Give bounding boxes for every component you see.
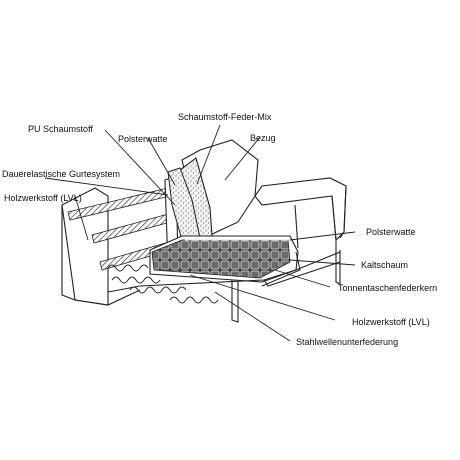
label-bezug: Bezug [250, 133, 276, 143]
label-polsterwatte-back: Polsterwatte [118, 134, 168, 144]
label-holzwerkstoff-bottom: Holzwerkstoff (LVL) [352, 317, 430, 327]
leader-lines [44, 124, 356, 342]
seat-cushion [149, 235, 301, 287]
sinuous-springs [107, 264, 219, 304]
label-stahlwellenunterfederung: Stahlwellenunterfederung [296, 337, 399, 347]
label-holzwerkstoff-top: Holzwerkstoff (LVL) [4, 193, 82, 203]
base-frame [107, 240, 341, 323]
label-polsterwatte-seat: Polsterwatte [366, 227, 416, 237]
label-tonnentaschenfederkern: Tonnentaschenfederkern [338, 283, 438, 293]
label-schaumstoff-feder-mix: Schaumstoff-Feder-Mix [178, 112, 272, 122]
label-kaltschaum: Kaltschaum [361, 260, 409, 270]
right-arm [254, 177, 347, 249]
label-dauerelastische-gurtesystem: Dauerelastische Gurtesystem [2, 169, 121, 179]
label-pu-schaumstoff: PU Schaumstoff [28, 124, 93, 134]
